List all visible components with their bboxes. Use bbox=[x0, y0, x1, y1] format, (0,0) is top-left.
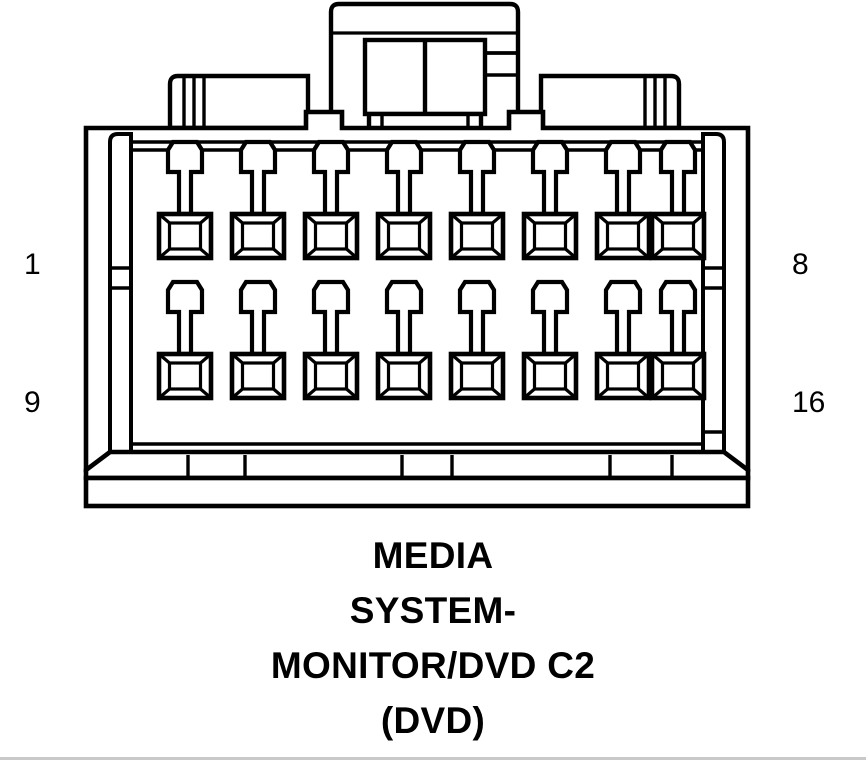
pin-number-top-right: 8 bbox=[792, 248, 809, 281]
pin-number-top-left: 1 bbox=[24, 248, 41, 281]
pin-number-bottom-left: 9 bbox=[24, 386, 41, 419]
base-flange bbox=[83, 449, 751, 509]
caption-line-1: MEDIA bbox=[372, 535, 494, 576]
bottom-divider bbox=[0, 757, 866, 760]
caption-line-2: SYSTEM- bbox=[349, 590, 517, 631]
pin-number-bottom-right: 16 bbox=[792, 386, 826, 419]
connector-caption: MEDIA SYSTEM- MONITOR/DVD C2 (DVD) bbox=[0, 528, 866, 748]
caption-line-4: (DVD) bbox=[380, 700, 486, 741]
caption-line-3: MONITOR/DVD C2 bbox=[270, 645, 596, 686]
